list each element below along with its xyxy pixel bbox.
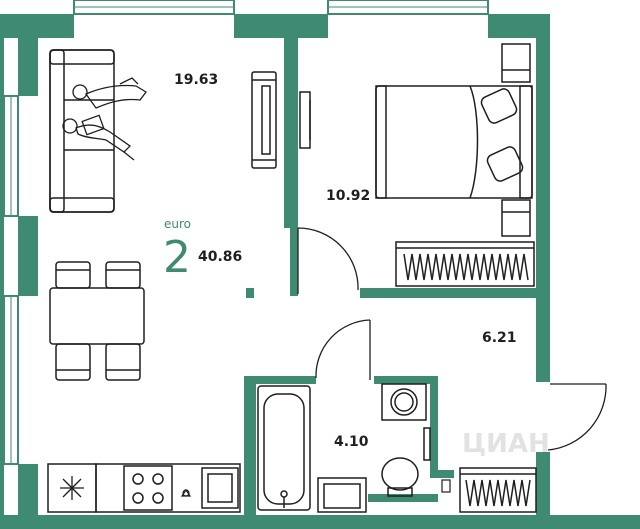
chair-icon [55, 261, 91, 289]
apartment-type-label: euro [164, 217, 191, 231]
window-icon [3, 295, 19, 465]
pillow-icon [480, 88, 524, 182]
nightstand [501, 199, 531, 237]
room-count: 2 [163, 232, 191, 283]
radiator-icon [459, 467, 537, 513]
chair-icon [55, 343, 91, 381]
stove-icon [123, 465, 173, 511]
chair-icon [105, 261, 141, 289]
bathtub-icon [257, 385, 311, 511]
bedroom-area: 10.92 [326, 188, 370, 204]
sink-icon [201, 467, 239, 509]
people-icon [62, 77, 147, 161]
towel-rail-icon [423, 427, 431, 461]
walls [0, 14, 640, 529]
drain-icon [441, 479, 451, 493]
washing-machine-icon [381, 383, 427, 421]
countertop [95, 463, 241, 513]
chair-icon [105, 343, 141, 381]
living-room-area: 19.63 [174, 72, 218, 88]
door-icon [315, 319, 371, 380]
window-icon [327, 0, 489, 15]
watermark-text: ЦИАН [462, 429, 550, 459]
total-area: 40.86 [198, 249, 242, 265]
nightstand [501, 43, 531, 83]
sink-icon [317, 477, 367, 513]
window-icon [73, 0, 235, 15]
toilet-icon [381, 457, 419, 497]
bathroom-area: 4.10 [334, 434, 369, 450]
door-icon [297, 227, 359, 294]
tv-icon [251, 71, 277, 169]
fridge-icon [47, 463, 97, 513]
sofa-icon [49, 49, 115, 213]
window-icon [3, 95, 19, 217]
tv-icon [299, 91, 311, 149]
door-icon [547, 383, 607, 451]
dining-table-icon [49, 287, 145, 345]
bed-icon [375, 85, 533, 199]
faucet-icon [180, 488, 192, 497]
hallway-area: 6.21 [482, 330, 517, 346]
radiator-icon [395, 241, 535, 287]
